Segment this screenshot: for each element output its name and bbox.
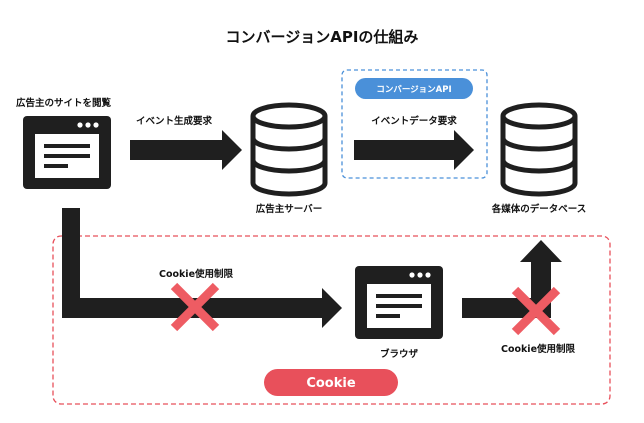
media-database-label: 各媒体のデータベース [491,203,587,215]
cross-icon [170,282,220,332]
conversion-api-badge [355,78,473,99]
cookie-badge [264,369,398,396]
browser-to-browser-arrow [62,208,342,328]
advertiser-site-label: 広告主のサイトを閲覧 [16,97,112,109]
event-data-request-arrow [354,130,474,170]
event-data-request-label: イベントデータ要求 [371,115,457,127]
event-request-arrow [130,130,242,170]
diagram-title: コンバージョンAPIの仕組み [226,28,419,46]
cookie-region [52,235,611,405]
browser-to-media-arrow [462,240,562,318]
user-browser-icon [355,266,443,339]
cross-icon-right [511,286,561,336]
media-database-icon [500,102,578,197]
advertiser-server-label: 広告主サーバー [256,203,322,215]
conversion-api-region [341,69,488,179]
cookie-limit-right-label: Cookie使用制限 [501,343,576,355]
cookie-limit-left-label: Cookie使用制限 [159,268,234,280]
conversion-api-label: コンバージョンAPI [376,84,451,95]
event-request-label: イベント生成要求 [136,115,213,127]
browser-label: ブラウザ [380,348,419,360]
advertiser-browser-icon [23,116,111,189]
cookie-badge-label: Cookie [306,376,356,391]
advertiser-server-database-icon [250,102,328,197]
